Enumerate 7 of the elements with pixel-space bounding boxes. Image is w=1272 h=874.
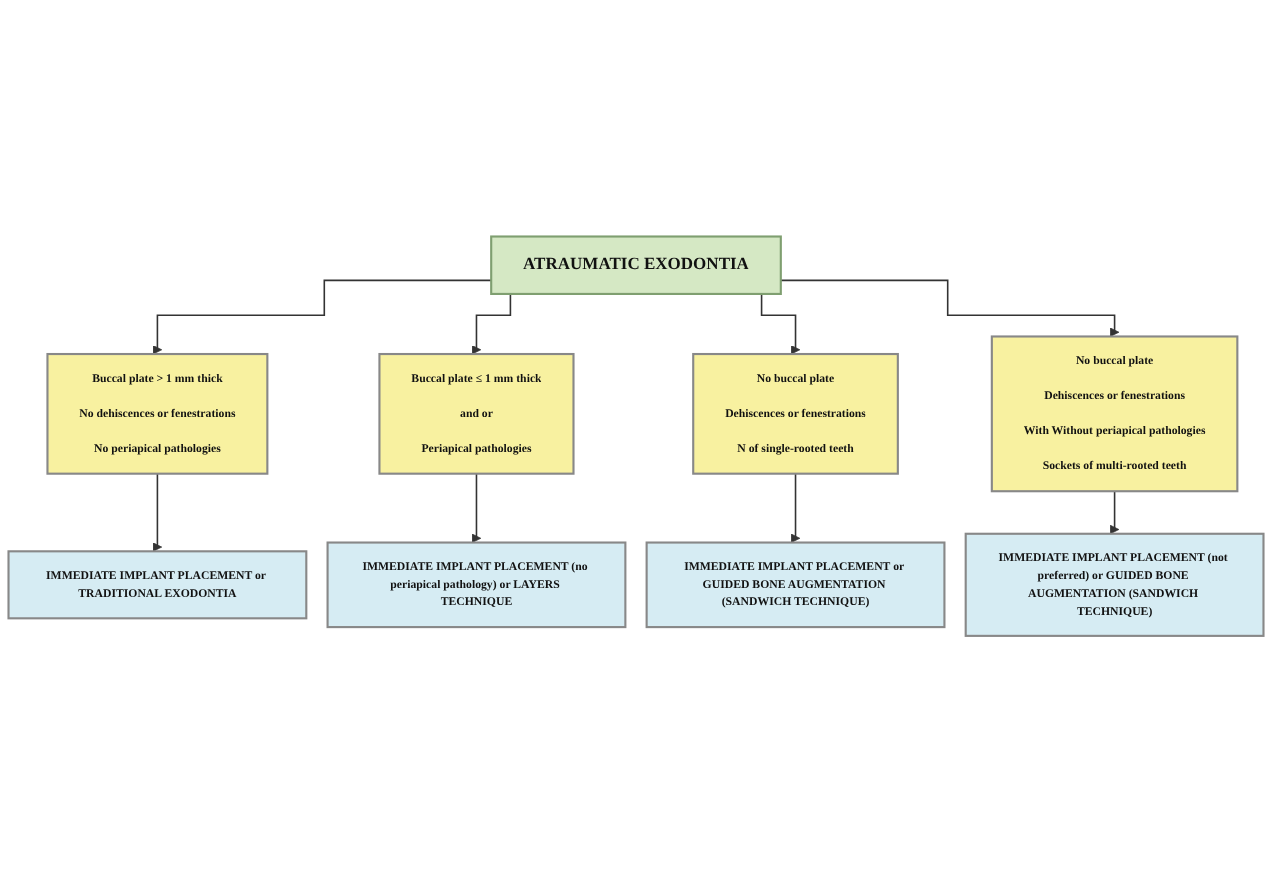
arrow: [152, 473, 163, 553]
node-box: ATRAUMATIC EXODONTIA: [490, 236, 782, 296]
arrow: [790, 473, 801, 544]
arrow: [1109, 491, 1120, 535]
arrow: [152, 280, 492, 356]
arrow: [780, 280, 1120, 338]
arrow: [471, 473, 482, 544]
